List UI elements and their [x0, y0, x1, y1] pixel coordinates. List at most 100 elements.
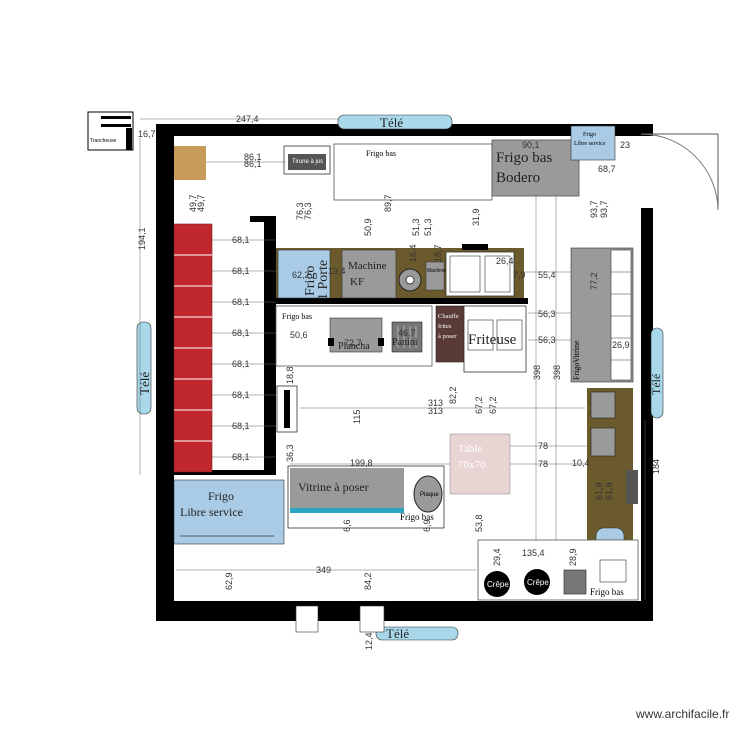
dim-67-2a: 67,2: [474, 396, 484, 414]
dim-26-4: 26,4: [496, 256, 514, 266]
wall-partition-top: [250, 216, 276, 222]
dim-68-1-r6: 68,1: [232, 390, 250, 400]
dim-10-4: 10,4: [572, 458, 590, 468]
frigo-libre-label-2: Libre service: [180, 505, 243, 519]
plancha-label: Plancha: [338, 341, 370, 352]
dim-16-7: 16,7: [138, 129, 156, 139]
dim-86-1a: 86,1: [244, 152, 262, 162]
crepe-plate-2: [524, 569, 550, 595]
vitrine-label: Vitrine à poser: [298, 480, 369, 494]
chauffe-label-1: Chauffe: [438, 313, 459, 320]
wall-right-lower: [641, 208, 653, 621]
bottom-fixture-2: [359, 605, 385, 633]
dim-398b: 398: [552, 365, 562, 380]
frigo-bas-bodero-label-2: Bodero: [496, 170, 540, 186]
dim-93-7b: 93,7: [599, 200, 609, 218]
wall-right-upper: [641, 124, 653, 134]
dim-135-4: 135,4: [522, 548, 545, 558]
dim-61-9b: 61,9: [604, 482, 614, 500]
trancheuse: Trancheuse: [87, 111, 134, 151]
dim-18-7: 18,7: [433, 244, 443, 262]
dim-93-7a: 93,7: [589, 200, 599, 218]
dim-90-1: 90,1: [522, 140, 540, 150]
panini: [391, 321, 423, 353]
dim-26-9: 26,9: [612, 340, 630, 350]
dim-53-8: 53,8: [474, 514, 484, 532]
dim-50-9: 50,9: [363, 218, 373, 236]
frigo-libre: Frigo Libre service: [173, 479, 285, 545]
frigo-libre-small: Frigo Libre service: [570, 125, 616, 161]
dim-6-6: 6,6: [342, 519, 352, 532]
tele-top: Télé: [337, 114, 453, 130]
dim-313a: 313: [428, 398, 443, 408]
plaque: [413, 475, 443, 513]
vitrine: Vitrine à poser Plaque Frigo bas: [287, 465, 445, 529]
dim-12-4: 12,4: [364, 632, 374, 650]
cooking-station: Frigo bas Plancha Panini Chauffe frites …: [275, 305, 527, 373]
table: Table 70x70: [449, 433, 511, 495]
wall-partition-bottom: [174, 470, 276, 475]
frigo-1-porte-label-2: 1 Porte: [316, 260, 331, 300]
dim-84-2: 84,2: [363, 572, 373, 590]
dimension-labels: 247,4 16,7 86,1 86,1 194,1 49,7 49,7 76,…: [137, 114, 661, 650]
watermark[interactable]: www.archifacile.fr: [636, 707, 730, 721]
frigo-bas-mid-label: Frigo bas: [400, 512, 434, 522]
stand: [276, 385, 298, 433]
dim-194-1: 194,1: [137, 227, 147, 250]
tele-left: Télé: [136, 321, 152, 415]
tele-right-label: Télé: [649, 374, 663, 395]
faucet: [462, 244, 488, 250]
dim-86-1b: 86,1: [244, 159, 262, 169]
frigo-bas-bodero-label-1: Frigo bas: [496, 150, 552, 166]
frigo-bas-top: Frigo bas: [333, 143, 493, 201]
tele-bottom: Télé: [375, 626, 459, 641]
tirune-jus: Tirune à jus: [283, 145, 331, 175]
machine-small-label: Machine àso: [427, 268, 456, 274]
dim-55-4: 55,4: [538, 270, 556, 280]
frigo-bas-top-label: Frigo bas: [366, 149, 396, 158]
dim-19-4: 19,4: [328, 266, 346, 276]
dim-62-2: 62,2: [292, 270, 310, 280]
frigo-bas-bottom-label: Frigo bas: [590, 587, 624, 597]
dim-184: 184: [651, 459, 661, 474]
crepe-label-2: Crêpe: [527, 578, 549, 587]
dim-6-9: 6,9: [422, 519, 432, 532]
dimension-lines: [139, 118, 646, 600]
dim-7-9: 7,9: [513, 270, 526, 280]
chauffe-frites: [435, 305, 465, 363]
tirune-label: Tirune à jus: [292, 159, 323, 165]
frigo-vitrine: FrigoVitrine: [570, 247, 634, 383]
dim-77-2: 77,2: [589, 272, 599, 290]
wall-partition-vertical: [264, 216, 276, 474]
machine-kf-label-2: KF: [350, 276, 364, 288]
dim-76-3a: 76,3: [295, 202, 305, 220]
dim-115: 115: [352, 410, 362, 424]
wall-bottom: [156, 601, 653, 621]
dim-56-3a: 56,3: [538, 309, 556, 319]
plancha: [329, 317, 383, 353]
dim-29-4: 29,4: [492, 548, 502, 566]
dim-89-7: 89,7: [383, 194, 393, 212]
dim-68-1-r8: 68,1: [232, 452, 250, 462]
door: [640, 133, 719, 211]
dim-247-4: 247,4: [236, 114, 259, 124]
dim-23: 23: [620, 140, 630, 150]
crepe-station: Crêpe Crêpe Frigo bas: [477, 539, 639, 601]
dim-78b: 78: [538, 459, 548, 469]
machine-kf-label-1: Machine: [348, 260, 387, 272]
tele-right: Télé: [649, 327, 664, 419]
wall-top: [156, 124, 653, 136]
panini-label: Panini: [392, 337, 418, 348]
dim-62-9: 62,9: [224, 572, 234, 590]
dim-78a: 78: [538, 441, 548, 451]
frigo-1-porte: [277, 249, 331, 299]
frigo-1-porte-label-1: Frigo: [303, 266, 318, 296]
frigo-libre-label-1: Frigo: [208, 489, 234, 503]
dim-68-1-r7: 68,1: [232, 421, 250, 431]
tele-left-label: Télé: [137, 372, 152, 395]
dim-18-8: 18,8: [285, 366, 295, 384]
frigo-libre-small-label-2: Libre service: [574, 141, 606, 147]
dim-46-7: 46,7: [398, 328, 416, 338]
frigo-bas-left-label: Frigo bas: [282, 312, 312, 321]
